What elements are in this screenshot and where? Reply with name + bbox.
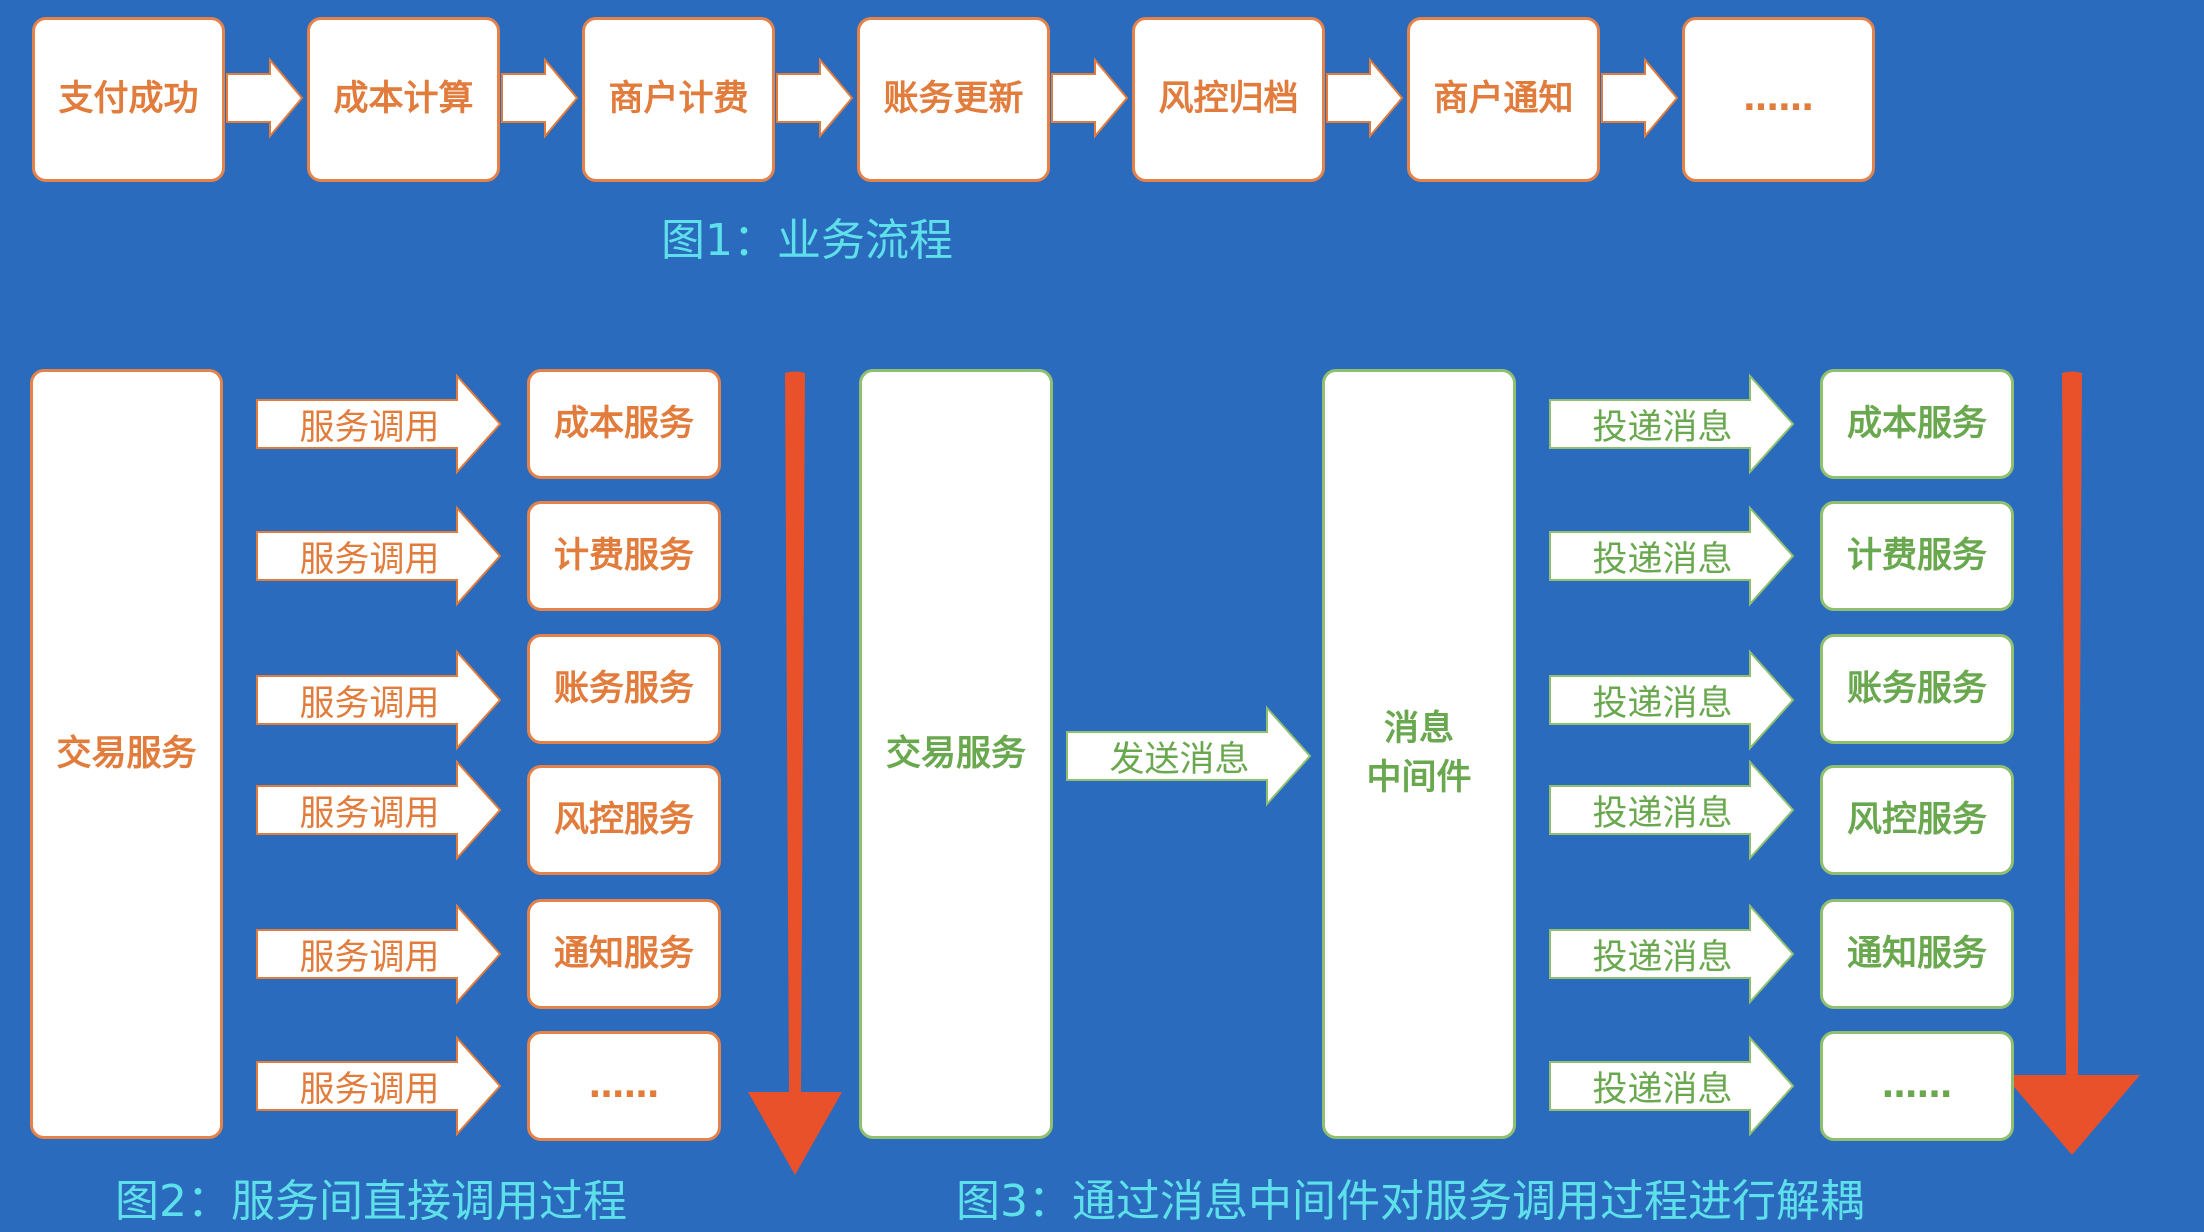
ledger-service-box: 账务服务 xyxy=(527,634,721,744)
deliver-arrow xyxy=(1549,373,1795,475)
call-arrow xyxy=(256,649,502,751)
call-arrow xyxy=(256,903,502,1005)
flow-arrow xyxy=(776,57,854,139)
deliver-arrow xyxy=(1549,759,1795,861)
risk-service-box-mq: 风控服务 xyxy=(1820,765,2014,875)
notify-service-box-mq: 通知服务 xyxy=(1820,899,2014,1009)
flow-arrow xyxy=(501,57,579,139)
message-middleware-box: 消息 中间件 xyxy=(1322,369,1516,1139)
figure1-caption: 图1：业务流程 xyxy=(661,215,953,266)
middleware-label-line1: 消息 xyxy=(1383,709,1454,749)
flow-step-ledger-update: 账务更新 xyxy=(857,17,1050,182)
cost-service-box-mq: 成本服务 xyxy=(1820,369,2014,479)
deliver-label: 投递消息 xyxy=(1592,539,1733,580)
call-arrow xyxy=(256,759,502,861)
deliver-label: 投递消息 xyxy=(1592,793,1733,834)
deliver-label: 投递消息 xyxy=(1592,1069,1733,1110)
flow-step-more: …… xyxy=(1682,17,1875,182)
flow-step-merchant-billing: 商户计费 xyxy=(582,17,775,182)
flow-arrow xyxy=(226,57,304,139)
trade-service-box: 交易服务 xyxy=(30,369,223,1139)
more-service-box-mq: …… xyxy=(1820,1031,2014,1141)
call-label: 服务调用 xyxy=(299,937,440,978)
deliver-label: 投递消息 xyxy=(1592,683,1733,724)
deliver-label: 投递消息 xyxy=(1592,407,1733,448)
flow-arrow xyxy=(1051,57,1129,139)
call-label: 服务调用 xyxy=(299,539,440,580)
send-message-label: 发送消息 xyxy=(1109,739,1250,780)
flow-step-payment-success: 支付成功 xyxy=(32,17,225,182)
red-down-arrow xyxy=(748,371,842,1175)
billing-service-box-mq: 计费服务 xyxy=(1820,501,2014,611)
billing-service-box: 计费服务 xyxy=(527,501,721,611)
deliver-label: 投递消息 xyxy=(1592,937,1733,978)
send-arrow xyxy=(1066,705,1312,807)
trade-service-box-mq: 交易服务 xyxy=(859,369,1053,1139)
risk-service-box: 风控服务 xyxy=(527,765,721,875)
flow-arrow xyxy=(1601,57,1679,139)
call-arrow xyxy=(256,505,502,607)
cost-service-box: 成本服务 xyxy=(527,369,721,479)
deliver-arrow xyxy=(1549,1035,1795,1137)
figure3-caption: 图3：通过消息中间件对服务调用过程进行解耦 xyxy=(956,1176,1864,1227)
middleware-label-line2: 中间件 xyxy=(1366,758,1472,798)
deliver-arrow xyxy=(1549,649,1795,751)
deliver-arrow xyxy=(1549,903,1795,1005)
notify-service-box: 通知服务 xyxy=(527,899,721,1009)
flow-step-merchant-notify: 商户通知 xyxy=(1407,17,1600,182)
call-label: 服务调用 xyxy=(299,407,440,448)
flow-step-cost-calculation: 成本计算 xyxy=(307,17,500,182)
deliver-arrow xyxy=(1549,505,1795,607)
call-arrow xyxy=(256,373,502,475)
call-label: 服务调用 xyxy=(299,793,440,834)
call-label: 服务调用 xyxy=(299,1069,440,1110)
call-arrow xyxy=(256,1035,502,1137)
red-down-arrow xyxy=(2004,371,2140,1155)
flow-arrow xyxy=(1326,57,1404,139)
flow-step-risk-archive: 风控归档 xyxy=(1132,17,1325,182)
figure2-caption: 图2：服务间直接调用过程 xyxy=(115,1176,627,1227)
more-service-box: …… xyxy=(527,1031,721,1141)
ledger-service-box-mq: 账务服务 xyxy=(1820,634,2014,744)
call-label: 服务调用 xyxy=(299,683,440,724)
